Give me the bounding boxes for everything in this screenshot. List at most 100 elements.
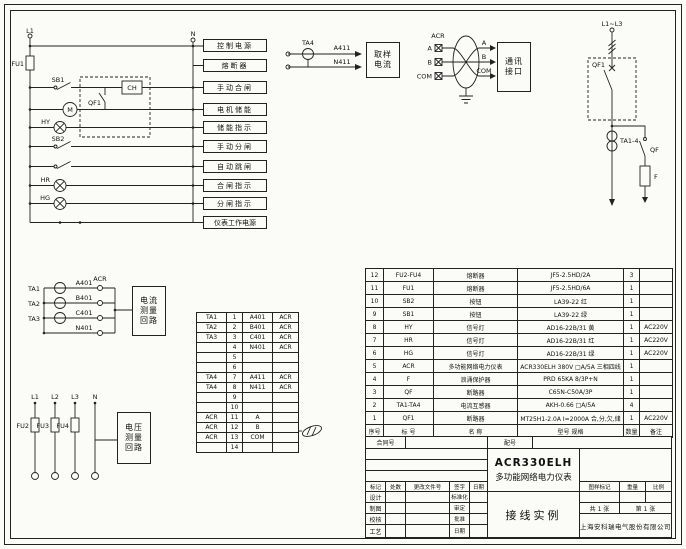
label-n: N — [93, 393, 98, 401]
label-a: A — [482, 39, 487, 47]
bom-cell: 5 — [365, 359, 384, 373]
contract-no-value — [406, 437, 487, 448]
bom-cell: 1 — [623, 346, 640, 360]
mark-label: 标记 — [366, 482, 385, 491]
phase-marks — [608, 39, 616, 55]
terminal-cell — [272, 392, 299, 403]
label-f: F — [654, 173, 658, 181]
label-ta1-4: TA1-4 — [619, 137, 639, 145]
label-acr: ACR — [93, 275, 107, 283]
terminal-cell: TA2 — [196, 322, 227, 333]
terminal-cell: ACR — [272, 382, 299, 393]
contract-no-label: 合同号 — [366, 437, 405, 448]
bom-cell — [639, 398, 673, 412]
motor-symbol — [62, 102, 78, 117]
bom-cell: AC220V — [639, 320, 673, 334]
bom-cell: AD16-22B/31 黄 — [517, 320, 624, 334]
label-n401: N401 — [75, 324, 92, 332]
stamp-value — [580, 492, 619, 502]
blank-cell — [470, 503, 487, 513]
terminal-cell — [272, 432, 299, 443]
company-name: 上海安科瑞电气股份有限公司 — [580, 514, 671, 537]
terminal-cell — [196, 362, 227, 373]
label-l3: L3 — [71, 393, 79, 401]
terminal-cell: ACR — [272, 312, 299, 323]
label-n: N — [191, 30, 196, 38]
bom-cell: 熔断器 — [433, 268, 518, 282]
blank-cell — [386, 514, 405, 524]
label-fu4: FU4 — [56, 422, 69, 430]
twisted-pair — [452, 47, 480, 77]
terminal-cell — [272, 422, 299, 433]
terminal-cell — [272, 412, 299, 423]
terminal-cell: 8 — [226, 382, 243, 393]
bom-cell: 1 — [623, 385, 640, 399]
label-b401: B401 — [76, 294, 93, 302]
terminal-cell: TA4 — [196, 382, 227, 393]
allot-no-value — [533, 437, 671, 448]
annotation-box: 通讯接口 — [497, 42, 531, 92]
annotation-box: 电流测量回路 — [132, 286, 166, 336]
label-com: COM — [417, 73, 432, 81]
bom-cell: 断路器 — [433, 411, 518, 425]
blank-cell — [406, 514, 449, 524]
bom-cell: 1 — [623, 333, 640, 347]
bom-cell: 3 — [623, 268, 640, 282]
drawing-no-cell — [580, 449, 671, 481]
check-label: 校核 — [366, 514, 385, 524]
terminal-cell: N411 — [242, 382, 273, 393]
count-label: 处数 — [386, 482, 405, 491]
terminal-cell: TA4 — [196, 372, 227, 383]
label-com: COM — [476, 67, 491, 75]
terminal-cell: 3 — [226, 332, 243, 343]
label-b: B — [482, 53, 486, 61]
terminal-cell — [196, 342, 227, 353]
drawing-title: 接线实例 — [488, 492, 579, 537]
function-box: 控制电源 — [203, 39, 267, 52]
terminal-cell: 9 — [226, 392, 243, 403]
terminal-cell: 11 — [226, 412, 243, 423]
bom-cell: 9 — [365, 307, 384, 321]
bom-cell: AC220V — [639, 333, 673, 347]
bom-cell: 熔断器 — [433, 281, 518, 295]
terminal-cell: TA1 — [196, 312, 227, 323]
terminal-cell: ACR — [272, 332, 299, 343]
label-hg: HG — [40, 194, 50, 202]
terminal-cell: C401 — [242, 332, 273, 343]
bom-cell: QF1 — [383, 411, 434, 425]
terminal-cell: COM — [242, 432, 273, 443]
function-box: 储能指示 — [203, 121, 267, 134]
terminal-cell: ACR — [272, 372, 299, 383]
terminal-cell — [196, 402, 227, 413]
terminal-cell: ACR — [196, 432, 227, 443]
bom-cell: QF — [383, 385, 434, 399]
current-loop — [42, 282, 132, 336]
comm-circuit — [434, 35, 496, 104]
terminal-cell: ACR — [196, 412, 227, 423]
terminal-cell: 1 — [226, 312, 243, 323]
bom-cell: 4 — [623, 398, 640, 412]
terminal-cell: A — [242, 412, 273, 423]
label-n411: N411 — [333, 58, 350, 66]
sheets-total: 共 1 张 — [580, 503, 619, 513]
label-hy: HY — [41, 118, 50, 126]
bom-cell: 断路器 — [433, 385, 518, 399]
bom-cell: FU2-FU4 — [383, 268, 434, 282]
terminal-cell: 10 — [226, 402, 243, 413]
closing-coil-ch — [121, 80, 143, 95]
label-l2: L2 — [51, 393, 59, 401]
function-box: 熔断器 — [203, 59, 267, 72]
qf1-dashed-enclosure — [79, 76, 151, 138]
terminal-cell: 2 — [226, 322, 243, 333]
blank-cell — [470, 525, 487, 537]
bom-cell: F — [383, 372, 434, 386]
function-box: 仪表工作电源 — [203, 216, 267, 229]
bom-cell: 信号灯 — [433, 346, 518, 360]
function-box: 手动合闸 — [203, 81, 267, 94]
terminal-cell — [242, 392, 273, 403]
fuse-fu2 — [30, 417, 40, 433]
label-c401: C401 — [76, 309, 93, 317]
